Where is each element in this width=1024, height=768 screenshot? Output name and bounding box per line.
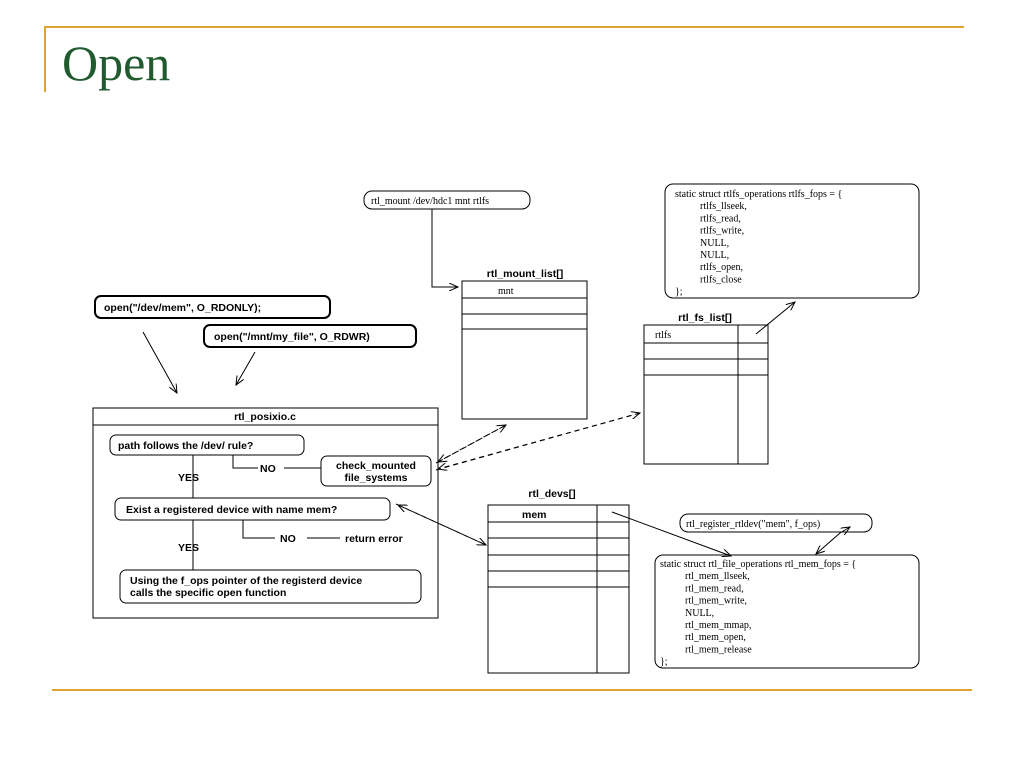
mem-fops-line: NULL, — [685, 608, 714, 619]
fs-list-table — [643, 324, 769, 465]
mount-list-entry-mnt: mnt — [498, 286, 514, 297]
no-label-2: NO — [280, 533, 296, 545]
exist-device-text: Exist a registered device with name mem? — [126, 504, 337, 516]
check-mounted-line1: check_mounted — [336, 460, 416, 472]
mem-fops-line: rtl_mem_mmap, — [685, 620, 751, 631]
mount-call-box — [363, 190, 531, 210]
dev-rule-box — [109, 434, 305, 456]
mount-list-table — [461, 280, 588, 420]
mount-call-text: rtl_mount /dev/hdc1 mnt rtlfs — [371, 196, 489, 207]
top-rule — [44, 26, 964, 28]
mem-fops-line: rtl_mem_write, — [685, 596, 747, 607]
mount-arrow — [431, 209, 458, 287]
fs-list-to-rtlfs-fops-arrow — [755, 302, 795, 335]
mem-fops-line: rtl_mem_open, — [685, 632, 746, 643]
mem-fops-code: static struct rtl_file_operations rtl_me… — [660, 559, 856, 668]
devs-table — [487, 504, 630, 674]
slide-title: Open — [62, 35, 171, 91]
open-file-call-text: open("/mnt/my_file", O_RDWR) — [214, 331, 370, 343]
return-error-text: return error — [345, 533, 403, 545]
mount-list-title: rtl_mount_list[] — [487, 268, 563, 280]
open-mem-arrow — [142, 331, 177, 393]
rtlfs-fops-line: NULL, — [700, 250, 729, 261]
fs-list-title: rtl_fs_list[] — [678, 312, 732, 324]
rtlfs-fops-line: static struct rtlfs_operations rtlfs_fop… — [675, 189, 842, 200]
bottom-rule — [52, 689, 972, 691]
rtlfs-fops-line: rtlfs_llseek, — [700, 201, 747, 212]
left-rule — [44, 26, 46, 92]
dev-rule-text: path follows the /dev/ rule? — [118, 440, 253, 452]
rtlfs-fops-line: }; — [675, 287, 683, 298]
rtlfs-fops-line: rtlfs_open, — [700, 262, 743, 273]
devs-entry-mem: mem — [522, 509, 547, 521]
exist-device-box — [114, 497, 391, 521]
mem-fops-line: rtl_mem_llseek, — [685, 571, 750, 582]
posixio-frame — [92, 407, 439, 619]
check-mounted-line2: file_systems — [344, 472, 407, 484]
open-file-call-box — [203, 324, 417, 348]
rtlfs-fops-line: rtlfs_write, — [700, 226, 744, 237]
no-label-1: NO — [260, 463, 276, 475]
yes-label-1: YES — [178, 472, 199, 484]
mem-fops-line: rtl_mem_release — [685, 644, 752, 655]
open-mem-call-text: open("/dev/mem", O_RDONLY); — [104, 302, 261, 314]
fops-line1: Using the f_ops pointer of the registerd… — [130, 575, 362, 587]
register-call-text: rtl_register_rtldev("mem", f_ops) — [686, 519, 820, 530]
mem-fops-line: static struct rtl_file_operations rtl_me… — [660, 559, 856, 570]
rtlfs-fops-line: rtlfs_close — [700, 274, 742, 285]
rtlfs-fops-line: NULL, — [700, 238, 729, 249]
rtlfs-fops-code: static struct rtlfs_operations rtlfs_fop… — [675, 189, 842, 298]
register-to-mem-fops-arrow — [816, 532, 841, 554]
open-file-arrow — [236, 351, 256, 385]
posixio-title: rtl_posixio.c — [234, 411, 296, 423]
devs-title: rtl_devs[] — [528, 488, 575, 500]
mem-fops-box — [654, 554, 920, 669]
devs-to-mem-fops-arrow — [611, 511, 731, 556]
register-call-box — [679, 513, 873, 533]
mem-fops-line: }; — [660, 657, 668, 668]
rtlfs-fops-line: rtlfs_read, — [700, 213, 741, 224]
rtlfs-fops-box — [664, 183, 920, 299]
fops-call-box — [119, 569, 422, 604]
yes-label-2: YES — [178, 542, 199, 554]
fops-line2: calls the specific open function — [130, 587, 286, 599]
check-mounted-box — [320, 455, 432, 487]
open-mem-call-box — [94, 295, 331, 319]
mem-fops-line: rtl_mem_read, — [685, 583, 744, 594]
fs-list-entry-rtlfs: rtlfs — [655, 330, 671, 341]
